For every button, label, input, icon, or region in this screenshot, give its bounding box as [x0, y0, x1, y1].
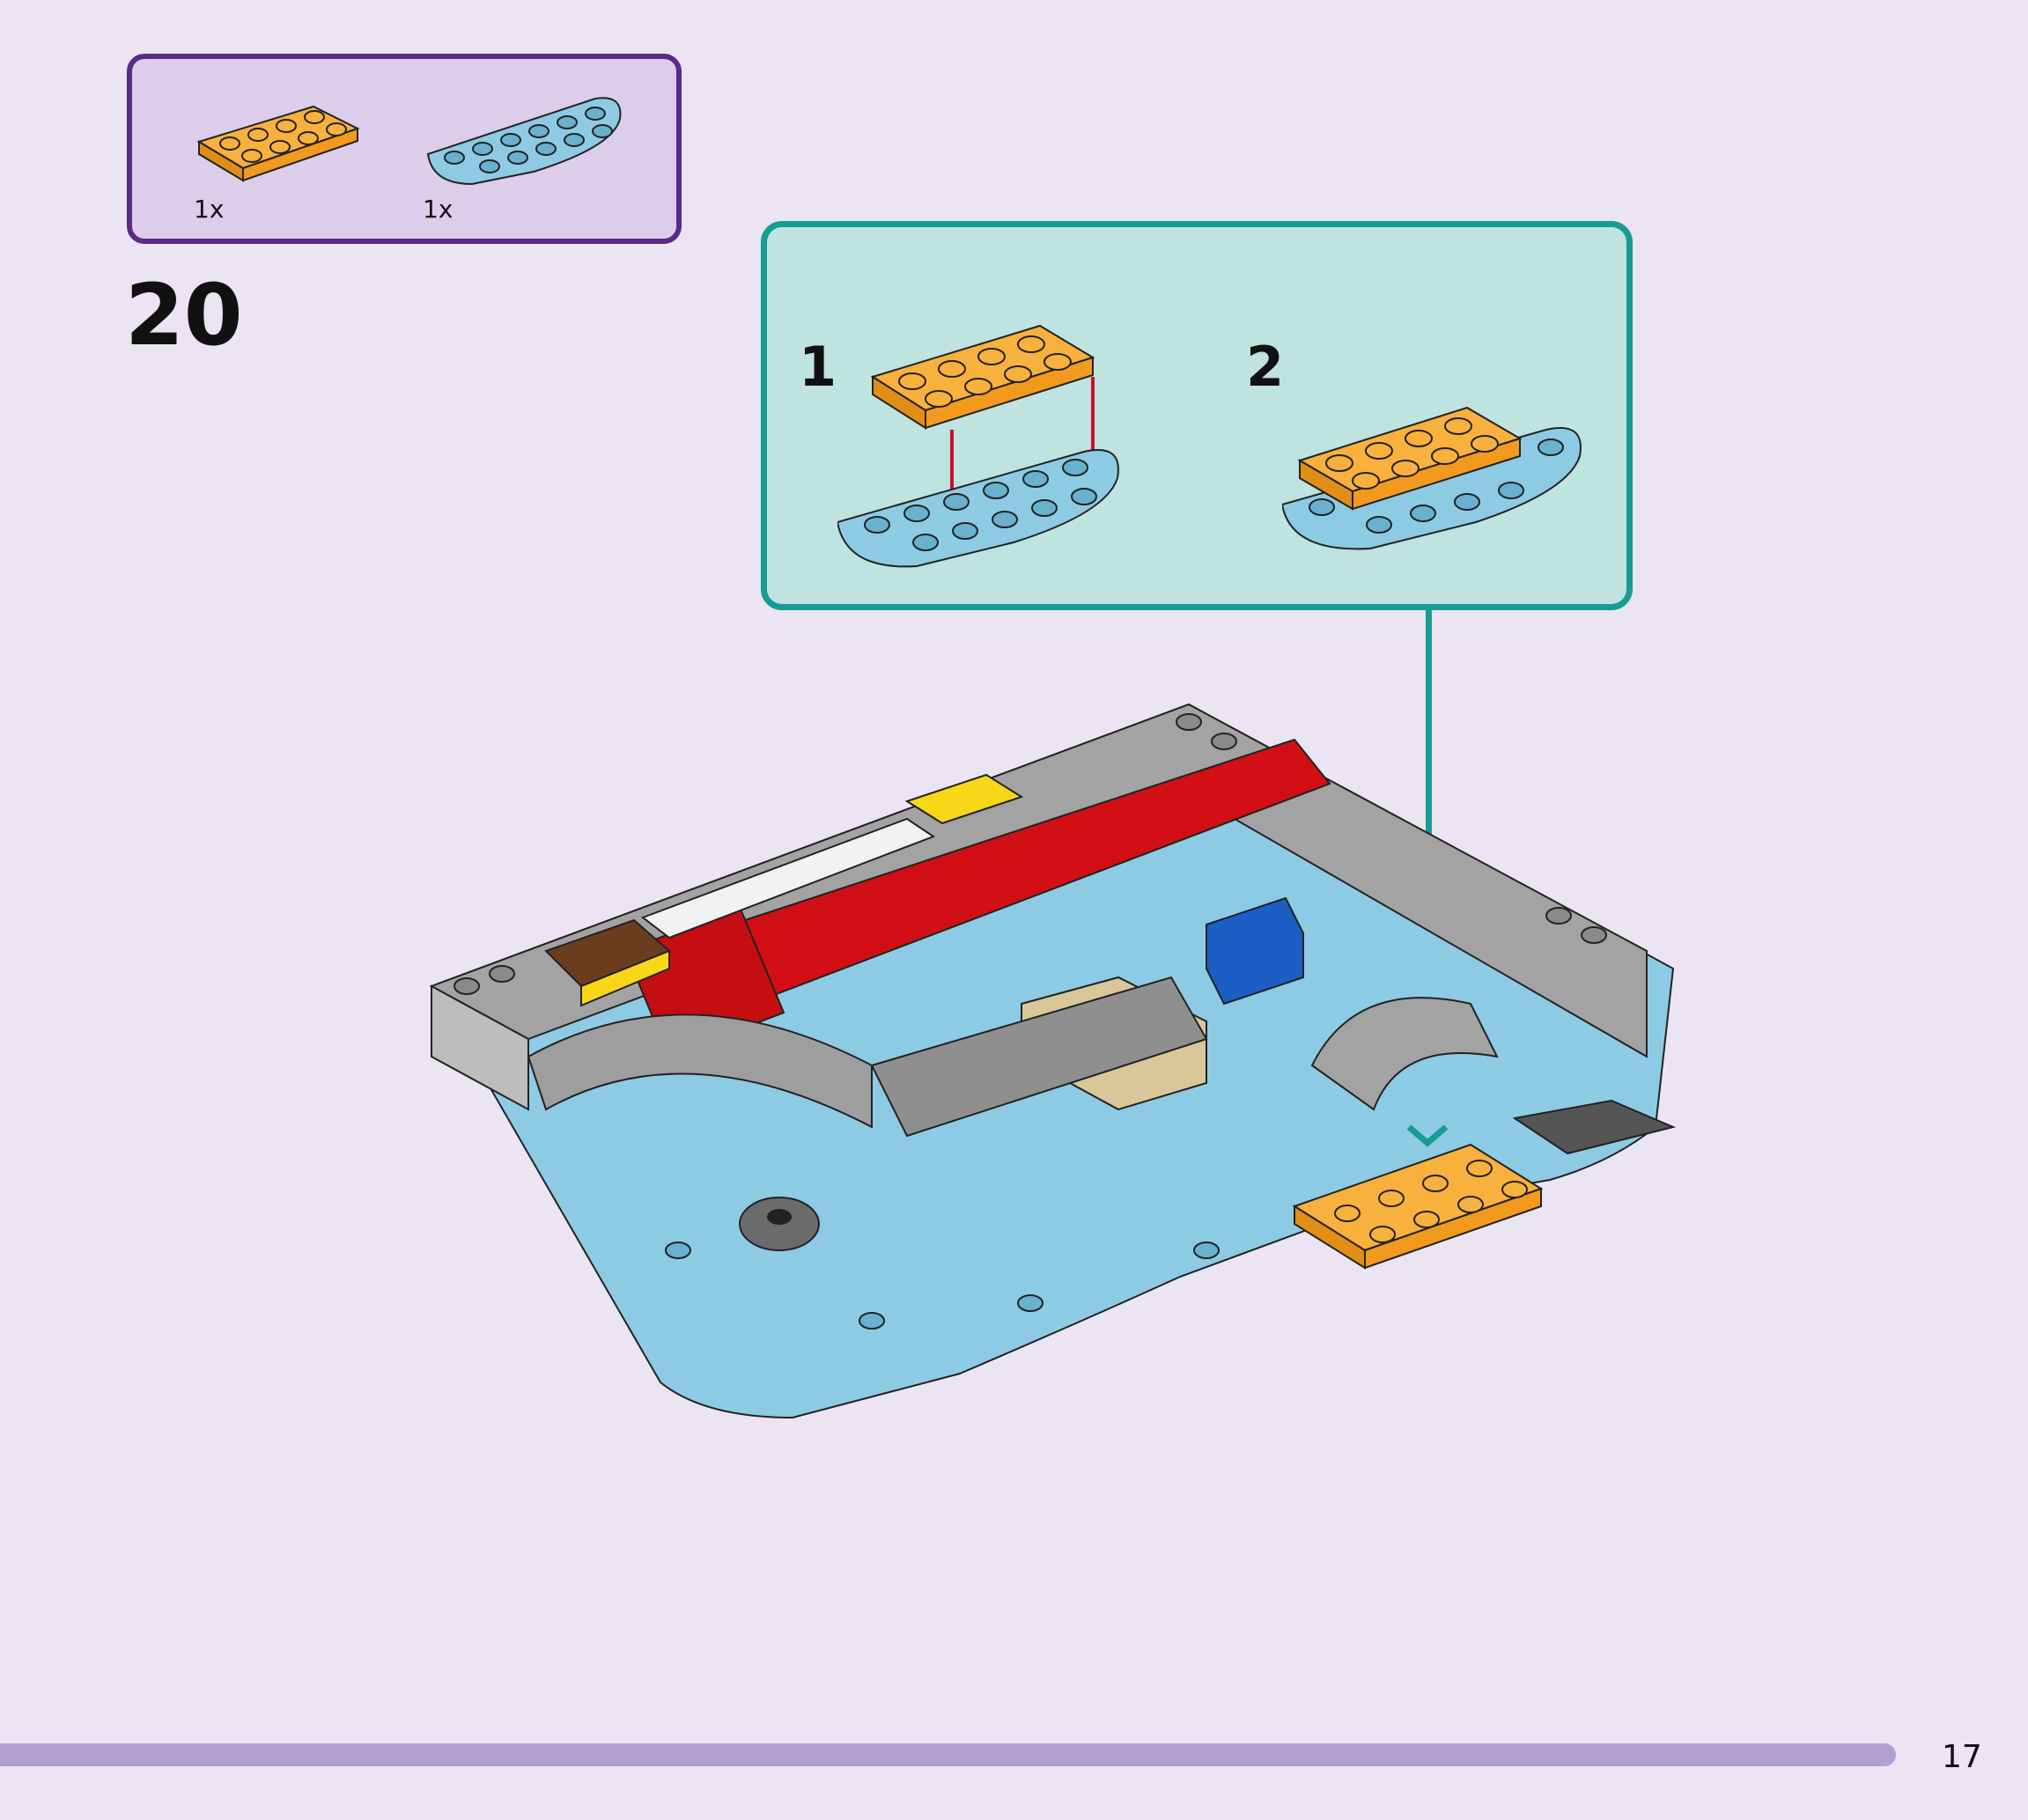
blue-plate-quantity: 1x: [423, 195, 454, 224]
substep-2-number: 2: [1246, 335, 1285, 399]
main-build-model: [414, 687, 1682, 1448]
substep-2-illustration: [1282, 368, 1599, 579]
step-number: 20: [125, 266, 243, 365]
orange-plate-quantity: 1x: [194, 195, 225, 224]
page-footer-bar: [0, 1743, 1896, 1766]
parts-list-box: 1x 1x: [127, 54, 682, 244]
sub-assembly-callout: 1: [761, 221, 1633, 610]
substep-1-number: 1: [799, 335, 837, 399]
blue-half-round-plate-part-icon: [419, 85, 631, 191]
orange-plate-part-icon: [190, 89, 366, 186]
page-number: 17: [1942, 1739, 1982, 1775]
substep-1-illustration: [837, 262, 1154, 579]
